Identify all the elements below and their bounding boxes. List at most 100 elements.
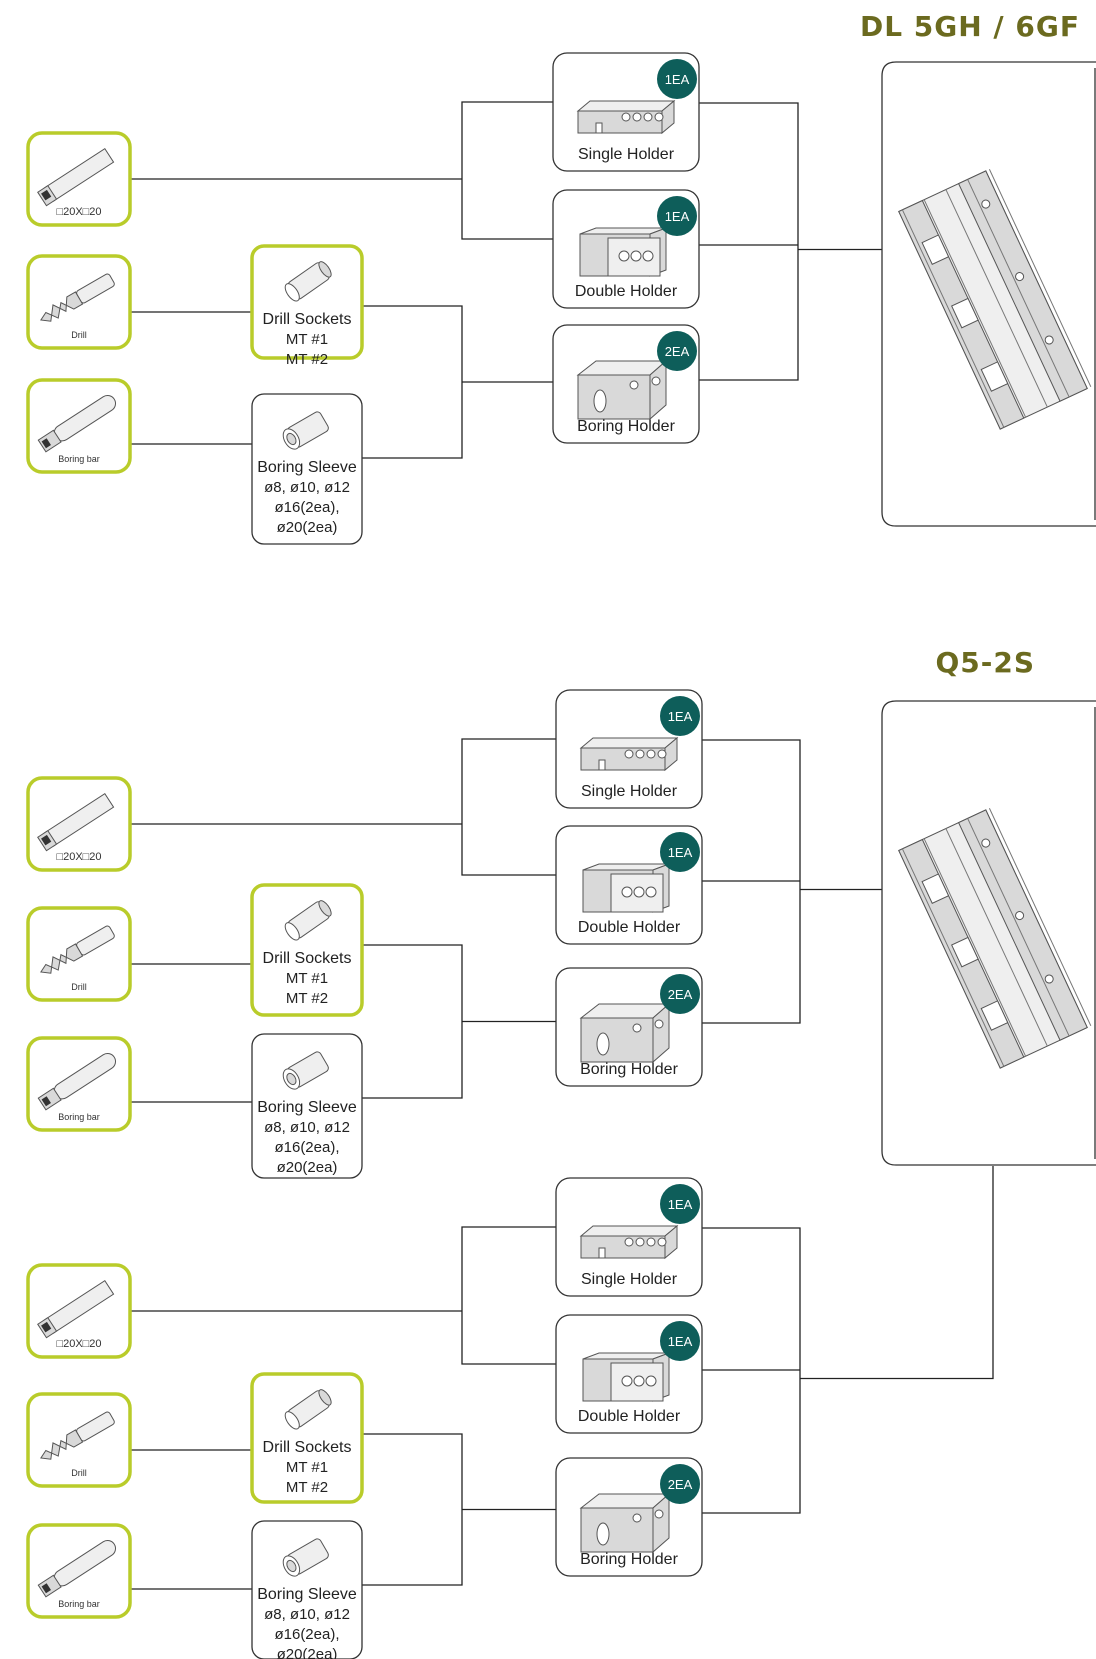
tool-card: □20X□20 — [26, 131, 132, 227]
holder-card: 1EA Double Holder — [555, 1314, 703, 1434]
qty-badge-text: 1EA — [668, 845, 693, 860]
qty-badge — [657, 331, 697, 371]
socket-text: ø8, ø10, ø12 — [264, 1606, 350, 1623]
connector-group — [130, 101, 882, 459]
socket-text: Boring Sleeve — [257, 1586, 357, 1603]
tool-card: Boring bar — [26, 1036, 132, 1132]
machine-panel — [881, 61, 1096, 527]
qty-badge-text: 1EA — [668, 709, 693, 724]
socket-text: Drill Sockets — [263, 950, 352, 967]
holder-label: Single Holder — [581, 1271, 678, 1288]
qty-badge — [660, 696, 700, 736]
socket-text: ø16(2ea), — [274, 1626, 339, 1643]
drill-socket-card: Drill Sockets MT #1 MT #2 — [250, 1372, 364, 1504]
drill-icon — [40, 1411, 115, 1460]
holder-label: Double Holder — [578, 1408, 681, 1425]
qty-badge — [657, 196, 697, 236]
qty-badge — [660, 1321, 700, 1361]
tool-card: □20X□20 — [26, 1263, 132, 1359]
machine-panel — [881, 700, 1096, 1166]
drill-socket-icon — [284, 261, 332, 302]
tool-label: Boring bar — [58, 454, 100, 464]
socket-text: MT #2 — [286, 990, 328, 1007]
single-holder-icon — [579, 1224, 679, 1260]
drill-socket-icon — [284, 900, 332, 941]
holder-card: 1EA Single Holder — [555, 689, 703, 809]
socket-text: ø8, ø10, ø12 — [264, 479, 350, 496]
socket-text: ø8, ø10, ø12 — [264, 1119, 350, 1136]
boring-sleeve-card: Boring Sleeve ø8, ø10, ø12 ø16(2ea), ø20(2e… — [251, 393, 363, 545]
qty-badge — [660, 1184, 700, 1224]
boring-sleeve-icon — [282, 1051, 329, 1090]
connector-line — [461, 101, 553, 240]
holder-card: 2EA Boring Holder — [555, 1457, 703, 1577]
qty-badge-text: 1EA — [665, 72, 690, 87]
qty-badge-text: 2EA — [668, 1477, 693, 1492]
tool-card: Drill — [26, 1392, 132, 1488]
socket-text: Boring Sleeve — [257, 459, 357, 476]
holder-label: Double Holder — [575, 283, 678, 300]
tool-label: Drill — [71, 982, 87, 992]
holder-label: Boring Holder — [580, 1551, 679, 1568]
socket-text: ø16(2ea), — [274, 499, 339, 516]
tool-label: □20X□20 — [56, 851, 101, 863]
qty-badge-text: 1EA — [668, 1334, 693, 1349]
drill-socket-icon — [284, 1389, 332, 1430]
holder-card: 2EA Boring Holder — [555, 967, 703, 1087]
connector-line — [461, 738, 556, 876]
socket-text: Drill Sockets — [263, 311, 352, 328]
socket-text: MT #2 — [286, 1479, 328, 1496]
boring-sleeve-icon — [282, 1538, 329, 1577]
double-holder-icon — [582, 1352, 670, 1402]
holder-label: Double Holder — [578, 919, 681, 936]
double-holder-icon — [579, 227, 667, 277]
double-holder-icon — [582, 863, 670, 913]
socket-text: MT #1 — [286, 1459, 328, 1476]
socket-text: MT #2 — [286, 351, 328, 368]
single-holder-icon — [579, 736, 679, 772]
connector-line — [362, 305, 463, 459]
tool-card: Boring bar — [26, 378, 132, 474]
tool-label: Drill — [71, 1468, 87, 1478]
machine-title: Q5-2S — [935, 646, 1035, 679]
socket-text: Boring Sleeve — [257, 1099, 357, 1116]
single-holder-icon — [576, 99, 676, 135]
connector-line — [461, 1226, 556, 1365]
holder-label: Single Holder — [581, 783, 678, 800]
connector-line — [699, 102, 799, 381]
tool-card: Drill — [26, 906, 132, 1002]
socket-text: MT #1 — [286, 331, 328, 348]
drill-icon — [40, 273, 115, 322]
socket-text: Drill Sockets — [263, 1439, 352, 1456]
qty-badge-text: 2EA — [668, 987, 693, 1002]
qty-badge — [657, 59, 697, 99]
tool-label: Boring bar — [58, 1599, 100, 1609]
connector-line — [800, 1166, 994, 1380]
connector-line — [362, 944, 463, 1099]
boring-bar-icon — [37, 394, 117, 453]
tool-card: □20X□20 — [26, 776, 132, 872]
holder-card: 1EA Single Holder — [552, 52, 700, 172]
boring-sleeve-icon — [282, 411, 329, 450]
drill-socket-card: Drill Sockets MT #1 MT #2 — [250, 244, 364, 368]
holder-card: 1EA Double Holder — [555, 825, 703, 945]
turning-tool-icon — [37, 147, 115, 207]
boring-holder-icon — [579, 1492, 671, 1554]
gang-plate-icon — [898, 169, 1092, 430]
socket-text: ø20(2ea) — [277, 1646, 338, 1659]
holder-label: Single Holder — [578, 146, 675, 163]
qty-badge — [660, 1464, 700, 1504]
holder-label: Boring Holder — [580, 1061, 679, 1078]
tool-label: Boring bar — [58, 1112, 100, 1122]
socket-text: ø20(2ea) — [277, 519, 338, 536]
socket-text: ø20(2ea) — [277, 1159, 338, 1176]
connector-group — [130, 1166, 994, 1590]
